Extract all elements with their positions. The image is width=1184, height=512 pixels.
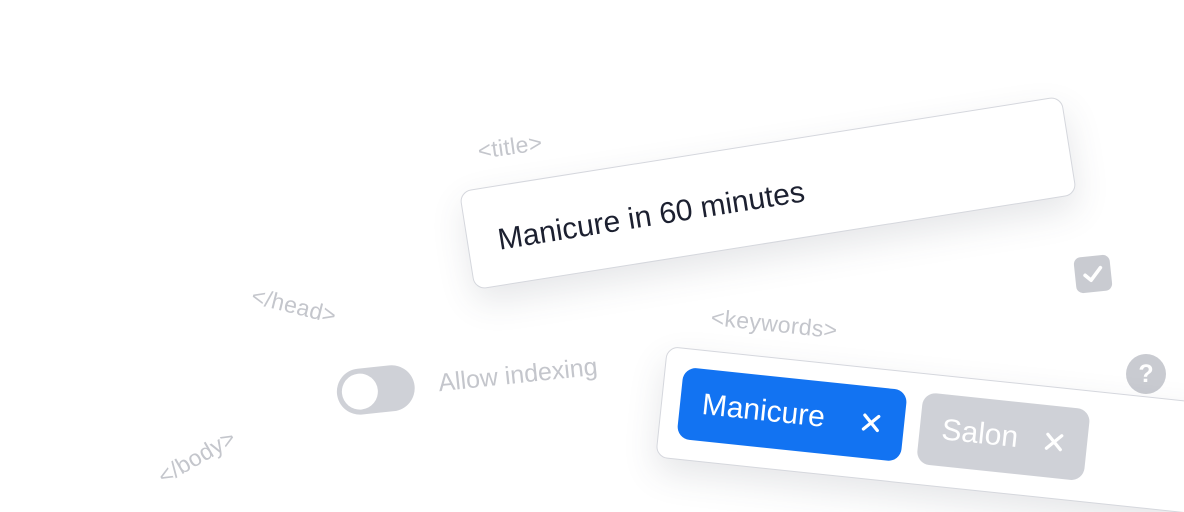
allow-indexing-label: Allow indexing bbox=[436, 352, 599, 397]
allow-indexing-row: Allow indexing bbox=[334, 337, 601, 424]
head-close-tag-label: </head> bbox=[248, 282, 340, 329]
keyword-chip-manicure[interactable]: Manicure bbox=[676, 366, 908, 463]
toggle-knob bbox=[340, 371, 380, 412]
keyword-chip-label: Manicure bbox=[700, 388, 827, 434]
question-icon[interactable]: ? bbox=[1126, 354, 1166, 394]
keyword-chip-salon[interactable]: Salon bbox=[916, 392, 1091, 482]
checkbox[interactable] bbox=[1073, 254, 1113, 294]
keyword-chip-label: Salon bbox=[940, 413, 1020, 455]
close-icon[interactable] bbox=[1042, 430, 1066, 454]
check-icon bbox=[1083, 265, 1103, 283]
keywords-tag-label: <keywords> bbox=[709, 304, 839, 344]
close-icon[interactable] bbox=[859, 411, 883, 435]
title-input-value: Manicure in 60 minutes bbox=[495, 175, 807, 257]
title-input[interactable]: Manicure in 60 minutes bbox=[458, 95, 1078, 291]
keywords-input[interactable]: Manicure Salon bbox=[655, 346, 1184, 512]
allow-indexing-toggle[interactable] bbox=[334, 362, 417, 417]
title-tag-label: <title> bbox=[476, 129, 544, 164]
body-close-tag-label: </body> bbox=[153, 424, 241, 490]
